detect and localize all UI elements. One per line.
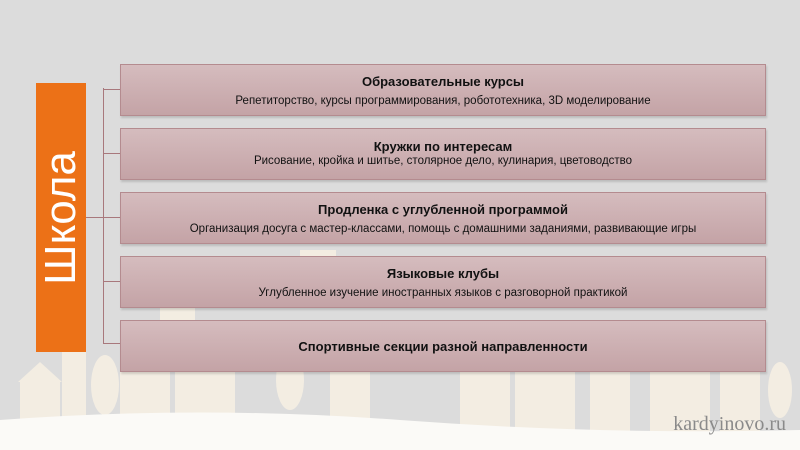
item-desc: Рисование, кройка и шитье, столярное дел… <box>253 155 633 167</box>
item-box: Спортивные секции разной направленности <box>120 320 766 372</box>
item-title: Кружки по интересам <box>373 139 513 154</box>
item-title: Образовательные курсы <box>361 74 525 89</box>
connector-line <box>103 88 104 344</box>
connector-line <box>86 217 120 218</box>
item-desc: Углубленное изучение иностранных языков … <box>258 287 628 299</box>
watermark: kardyinovo.ru <box>673 413 786 435</box>
item-title: Спортивные секции разной направленности <box>298 339 588 354</box>
item-title: Продленка с углубленной программой <box>318 202 568 217</box>
connector-line <box>103 89 120 90</box>
root-node-school: Школа <box>36 83 86 352</box>
connector-line <box>103 343 120 344</box>
connector-line <box>103 281 120 282</box>
item-desc: Организация досуга с мастер-классами, по… <box>189 223 697 235</box>
connector-line <box>103 153 120 154</box>
root-label: Школа <box>36 150 85 285</box>
item-desc: Репетиторство, курсы программирования, р… <box>235 95 651 107</box>
item-title: Языковые клубы <box>386 266 500 281</box>
